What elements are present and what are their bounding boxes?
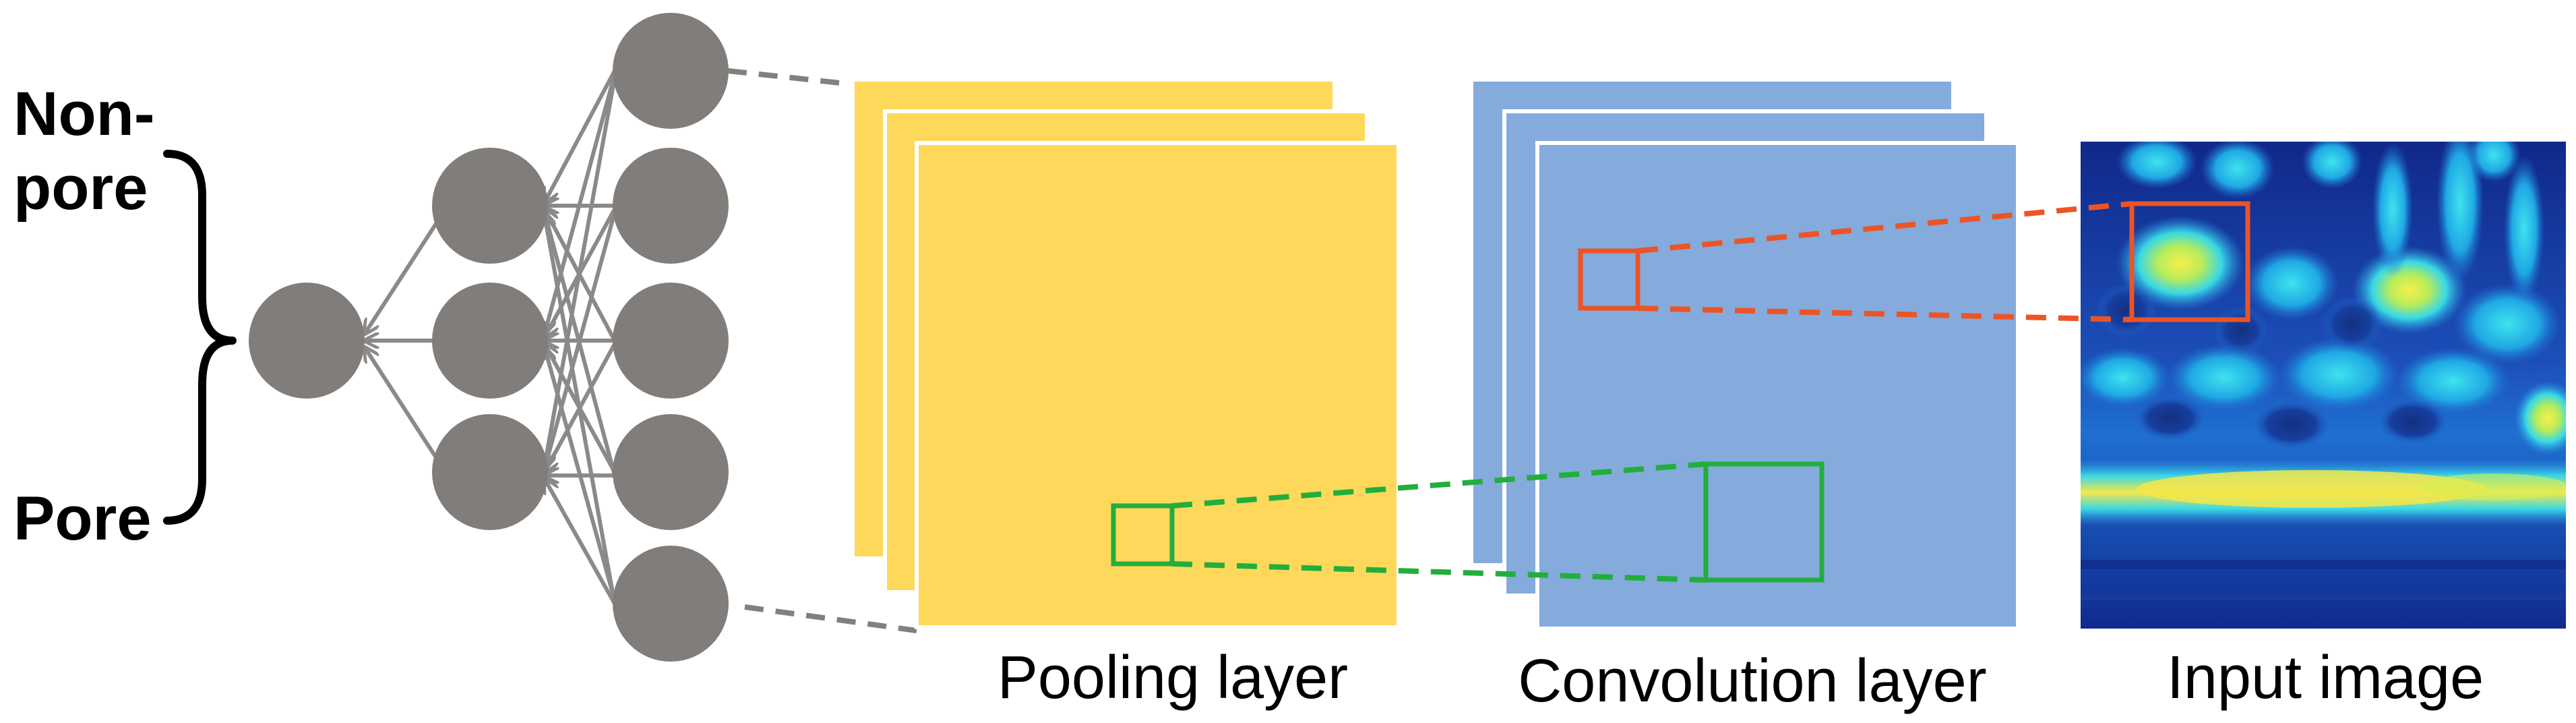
dashed-connector (744, 604, 917, 633)
input-image (2081, 142, 2566, 629)
non-pore-label-line1: Non- (13, 80, 154, 148)
network-edges (365, 69, 617, 605)
green-dashed-connector (1171, 461, 1707, 509)
convolution-sheet (1535, 141, 2020, 631)
convolution-layer-caption: Convolution layer (1518, 647, 1986, 715)
pooling-layer-caption: Pooling layer (998, 644, 1348, 712)
input-image-caption: Input image (2167, 644, 2484, 712)
pooling-sheet (915, 141, 1401, 629)
edge (365, 208, 448, 334)
green-filter-box-pool (1111, 503, 1175, 567)
output-node (249, 283, 365, 399)
green-filter-box-conv (1703, 461, 1824, 583)
orange-dashed-connector (1637, 306, 2133, 322)
hidden-node (432, 148, 548, 264)
edge (545, 479, 617, 605)
edge (545, 74, 617, 334)
edge (545, 69, 617, 202)
hidden-node (432, 283, 548, 399)
orange-filter-box-input (2129, 201, 2250, 322)
dashed-connector (727, 68, 853, 87)
input-node (613, 148, 729, 264)
non-pore-label-line2: pore (13, 154, 148, 223)
edge (365, 347, 448, 473)
edge (545, 77, 617, 465)
pooling-layer-stack (851, 78, 1401, 629)
input-node (613, 414, 729, 530)
network-nodes (249, 13, 729, 662)
edge (545, 212, 617, 469)
orange-dashed-connector (1637, 201, 2133, 254)
convolution-layer-stack (1469, 78, 2020, 631)
edge (545, 343, 617, 472)
input-node (613, 13, 729, 129)
hidden-node (432, 414, 548, 530)
green-dashed-connector (1171, 561, 1707, 583)
pore-label: Pore (13, 484, 152, 553)
input-node (613, 283, 729, 399)
input-node (613, 546, 729, 662)
curly-brace (163, 150, 237, 525)
orange-filter-box-conv (1578, 248, 1640, 311)
